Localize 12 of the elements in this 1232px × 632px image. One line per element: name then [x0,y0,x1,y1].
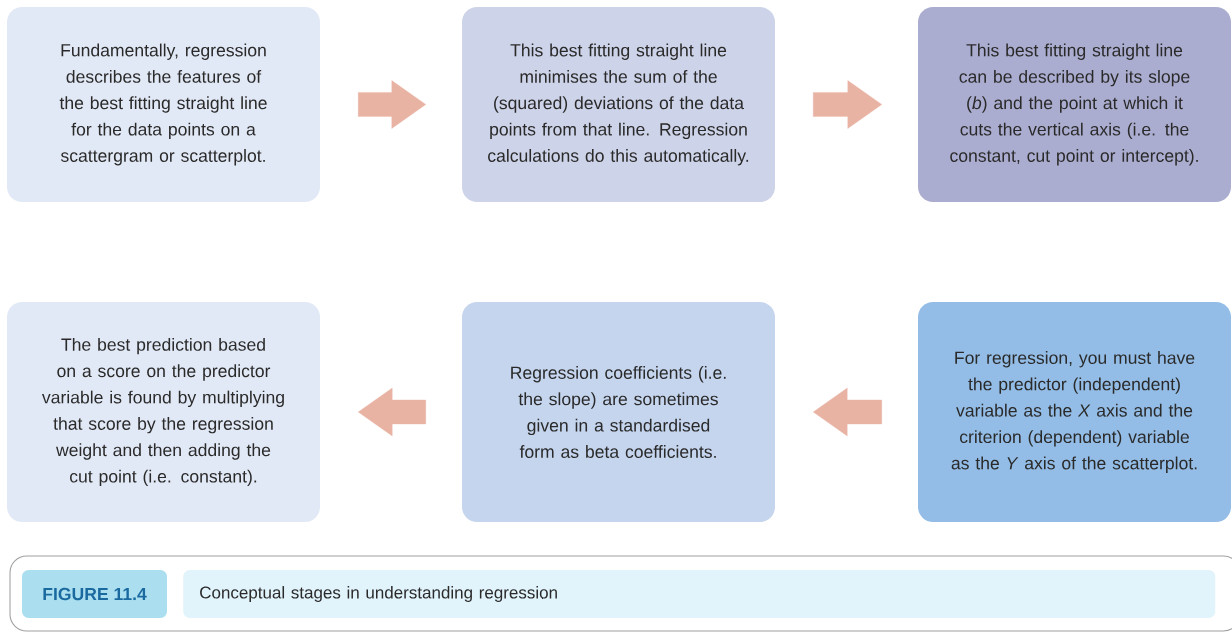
block-arrow [358,80,426,129]
block-arrow [813,80,882,129]
text-box: Regression coefficients (i.e. the slope) are sometimes given in a standardised form as beta coefficients. [462,302,775,522]
caption-box: Conceptual stages in understanding regression [183,570,1216,618]
text-box: Fundamentally, regression describes the features of the best fitting straight line for the data points on a scattergram or scatterplot. [7,7,320,202]
text-box: For regression, you must have the predictor (independent) variable as the X axis and the criterion (dependent) variable as the Y axis of the scatterplot. [918,302,1231,522]
figure-label: FIGURE 11.4 [22,570,167,618]
text-box: This best fitting straight line minimises the sum of the (squared) deviations of the data points from that line. Regression calculations do this automatically. [462,7,775,202]
text-box: This best fitting straight line can be described by its slope (b) and the point at which it cuts the vertical axis (i.e. the constant, cut point or intercept). [918,7,1231,202]
text-box: The best prediction based on a score on the predictor variable is found by multiplying that score by the regression weight and then adding the cut point (i.e. constant). [7,302,320,522]
block-arrow [813,387,882,437]
block-arrow [358,387,426,437]
